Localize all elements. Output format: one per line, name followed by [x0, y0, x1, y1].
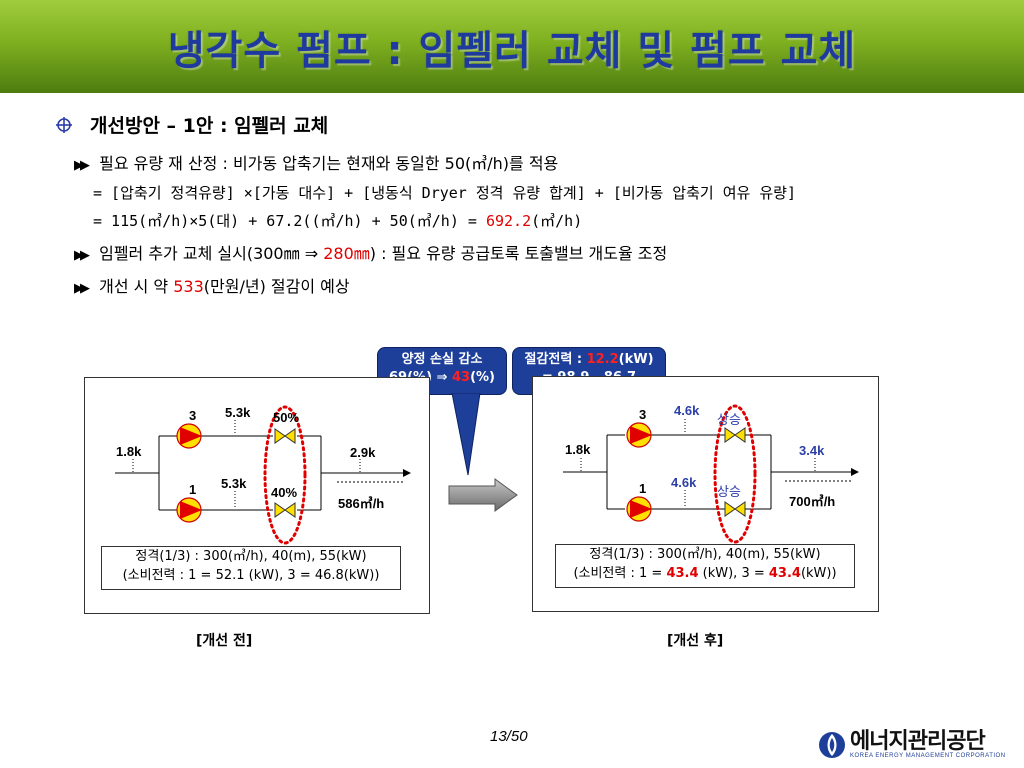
- after-spec-mid: (kW), 3 =: [698, 566, 769, 581]
- after-diagram-panel: 3 1 4.6k 4.6k 1.8k 3.4k 상승 상승 700㎥/h 정격(…: [532, 376, 879, 612]
- double-arrow-bullet-icon: ▶▶: [74, 248, 90, 263]
- page-title: 냉각수 펌프 : 임펠러 교체 및 펌프 교체: [167, 27, 857, 74]
- pump-icon: [626, 496, 652, 522]
- bullet-1-line-3-post: (㎥/h): [531, 212, 583, 230]
- inlet-pressure-label: 1.8k: [565, 442, 591, 457]
- valve-icon: [274, 428, 296, 444]
- company-logo: 에너지관리공단 KOREA ENERGY MANAGEMENT CORPORAT…: [818, 731, 1006, 759]
- bullet-2-post: ) : 필요 유량 공급토록 토출밸브 개도율 조정: [369, 244, 668, 263]
- section-heading: 개선방안 – 1안 : 임펠러 교체: [56, 111, 328, 138]
- inlet-pressure-label: 1.8k: [116, 444, 142, 459]
- callout-power-post: (kW): [618, 352, 654, 367]
- before-spec-line2: (소비전력 : 1 = 52.1 (kW), 3 = 46.8(kW)): [122, 568, 380, 583]
- callout-head-loss-red: 43: [451, 370, 471, 385]
- callout-head-loss: 양정 손실 감소 69(%) ⇒ 43(%): [377, 347, 507, 395]
- highlight-ellipse: [263, 405, 307, 545]
- pump-icon: [626, 422, 652, 448]
- bullet-3-post: (만원/년) 절감이 예상: [203, 277, 350, 296]
- double-arrow-bullet-icon: ▶▶: [74, 281, 90, 296]
- energy-logo-icon: [819, 732, 845, 758]
- bullet-1-line-3-pre: = 115(㎥/h)×5(대) + 67.2((㎥/h) + 50(㎥/h) =: [93, 212, 486, 230]
- before-spec-box: 정격(1/3) : 300(㎥/h), 40(m), 55(kW) (소비전력 …: [101, 546, 401, 590]
- savings-value: 533: [173, 277, 204, 296]
- callout-head-loss-line2: 69(%) ⇒ 43(%): [378, 369, 506, 387]
- top-pressure-label: 4.6k: [674, 403, 700, 418]
- before-diagram-panel: 3 1 5.3k 5.3k 1.8k 2.9k 50% 40% 586㎥/h 정…: [84, 377, 430, 614]
- top-pressure-label: 5.3k: [225, 405, 251, 420]
- before-spec-line1: 정격(1/3) : 300(㎥/h), 40(m), 55(kW): [135, 549, 367, 564]
- after-spec-red2: 43.4: [768, 566, 801, 581]
- callout-pointer: [451, 393, 481, 476]
- after-caption: [개선 후]: [667, 633, 724, 649]
- pump-bottom-label: 1: [639, 481, 647, 496]
- bullet-2-pre: 임펠러 추가 교체 실시(300㎜ ⇒: [99, 244, 324, 263]
- bullet-3: ▶▶ 개선 시 약 533(만원/년) 절감이 예상: [74, 273, 350, 297]
- after-spec-red1: 43.4: [666, 566, 699, 581]
- pump-bottom-label: 1: [189, 482, 197, 497]
- before-piping-diagram: [115, 405, 411, 545]
- pump-top-label: 3: [639, 407, 647, 422]
- callout-head-loss-line1: 양정 손실 감소: [401, 352, 483, 367]
- crosshair-bullet-icon: [56, 116, 72, 133]
- after-spec-post: (kW)): [800, 566, 837, 581]
- outlet-pressure-label: 2.9k: [350, 445, 376, 460]
- valve-icon: [274, 502, 296, 518]
- pump-icon: [176, 423, 202, 449]
- flow-label: 586㎥/h: [338, 496, 385, 511]
- after-spec-line1: 정격(1/3) : 300(㎥/h), 40(m), 55(kW): [589, 547, 821, 562]
- before-caption: [개선 전]: [196, 633, 253, 649]
- valve-bottom-label: 상승: [717, 484, 741, 499]
- pump-top-label: 3: [189, 408, 197, 423]
- bottom-pressure-label: 5.3k: [221, 476, 247, 491]
- logo-name: 에너지관리공단: [850, 729, 986, 754]
- callout-power-red: 12.2: [586, 352, 619, 367]
- heading-text: 개선방안 – 1안 : 임펠러 교체: [90, 115, 329, 137]
- bullet-1-text: 필요 유량 재 산정 : 비가동 압축기는 현재와 동일한 50(㎥/h)를 적…: [99, 154, 559, 173]
- pump-icon: [176, 497, 202, 523]
- bullet-1-line-2: = [압축기 정격유량] ×[가동 대수] + [냉동식 Dryer 정격 유량…: [93, 184, 796, 202]
- after-spec-box: 정격(1/3) : 300(㎥/h), 40(m), 55(kW) (소비전력 …: [555, 544, 855, 588]
- outlet-pressure-label: 3.4k: [799, 443, 825, 458]
- flow-label: 700㎥/h: [789, 494, 836, 509]
- highlight-ellipse: [713, 404, 757, 544]
- callout-power-pre: 절감전력 :: [524, 352, 587, 367]
- valve-top-label: 상승: [717, 412, 741, 427]
- bullet-1: ▶▶ 필요 유량 재 산정 : 비가동 압축기는 현재와 동일한 50(㎥/h)…: [74, 150, 558, 174]
- bullet-1-line-3: = 115(㎥/h)×5(대) + 67.2((㎥/h) + 50(㎥/h) =…: [93, 210, 582, 231]
- bullet-2: ▶▶ 임펠러 추가 교체 실시(300㎜ ⇒ 280㎜) : 필요 유량 공급토…: [74, 240, 667, 264]
- title-bar: 냉각수 펌프 : 임펠러 교체 및 펌프 교체: [0, 0, 1024, 93]
- bottom-pressure-label: 4.6k: [671, 475, 697, 490]
- double-arrow-bullet-icon: ▶▶: [74, 158, 90, 173]
- required-flow-value: 692.2: [485, 212, 532, 230]
- callout-head-loss-post: (%): [470, 370, 495, 385]
- impeller-size-value: 280㎜: [323, 244, 370, 263]
- bullet-3-pre: 개선 시 약: [99, 277, 174, 296]
- valve-icon: [724, 427, 746, 443]
- transition-arrow-icon: [448, 478, 518, 512]
- valve-bottom-label: 40%: [271, 485, 298, 500]
- valve-top-label: 50%: [273, 410, 300, 425]
- after-spec-line2: (소비전력 : 1 = 43.4 (kW), 3 = 43.4(kW)): [556, 564, 854, 583]
- callout-power-line1: 절감전력 : 12.2(kW): [513, 351, 665, 369]
- logo-subtitle: KOREA ENERGY MANAGEMENT CORPORATION: [850, 753, 1006, 759]
- after-spec-pre: (소비전력 : 1 =: [573, 566, 667, 581]
- page-number: 13/50: [490, 728, 528, 745]
- valve-icon: [724, 501, 746, 517]
- after-piping-diagram: [563, 404, 859, 544]
